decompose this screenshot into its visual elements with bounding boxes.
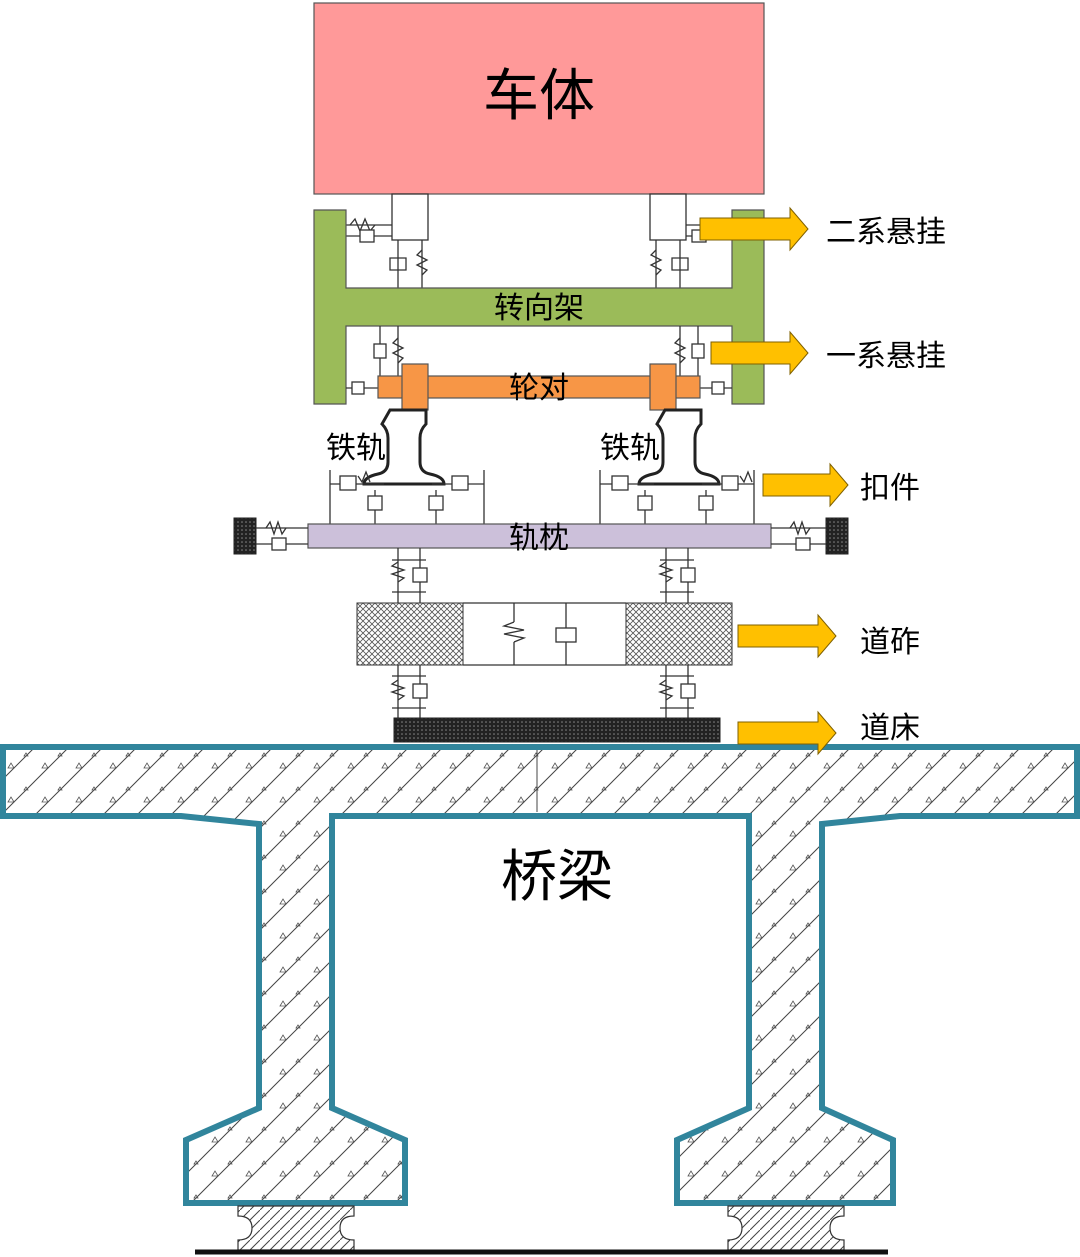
ballast-bed-spring-left: [389, 665, 428, 718]
callout-track-bed: 道床: [860, 711, 920, 746]
arrow-primary-suspension: [710, 330, 809, 376]
rail-left-label: 铁轨: [326, 431, 386, 466]
ballast-bed-spring-right: [657, 665, 696, 718]
sleeper-ballast-spring-left: [389, 548, 428, 603]
wheelset-label: 轮对: [509, 371, 569, 406]
bridge-label: 桥梁: [501, 845, 613, 910]
rail-right-label: 铁轨: [600, 431, 660, 466]
bogie-frame: [313, 209, 765, 405]
arrow-fastener: [762, 462, 849, 508]
fastener-right: [599, 470, 755, 524]
secondary-suspension-left: [346, 193, 429, 288]
car-body-label: 车体: [483, 64, 595, 129]
bearing-right: [727, 1205, 845, 1251]
sleeper: [307, 523, 772, 549]
ballast-block-right: [625, 602, 733, 666]
ballast-block-left: [356, 602, 464, 666]
arrow-secondary-suspension: [699, 206, 809, 252]
sleeper-ballast-spring-right: [657, 548, 696, 603]
ballast-shear-link: [463, 602, 626, 666]
secondary-suspension-right: [649, 193, 732, 288]
lateral-support-left: [233, 517, 308, 555]
arrow-ballast: [737, 613, 837, 659]
callout-ballast: 道砟: [860, 625, 920, 660]
bridge-girder: [0, 744, 1080, 1206]
primary-suspension-left: [346, 326, 405, 395]
track-bed: [393, 717, 721, 743]
callout-fastener: 扣件: [860, 471, 920, 506]
fastener-left: [329, 470, 485, 524]
primary-suspension-right: [673, 326, 732, 395]
lateral-support-right: [771, 517, 849, 555]
bogie-label: 转向架: [494, 291, 584, 326]
bearing-left: [237, 1205, 355, 1251]
callout-primary-suspension: 一系悬挂: [826, 339, 946, 374]
sleeper-label: 轨枕: [509, 521, 569, 556]
callout-secondary-suspension: 二系悬挂: [826, 215, 946, 250]
arrow-track-bed: [737, 710, 837, 756]
car-body: [313, 2, 765, 195]
wheelset: [377, 363, 701, 411]
